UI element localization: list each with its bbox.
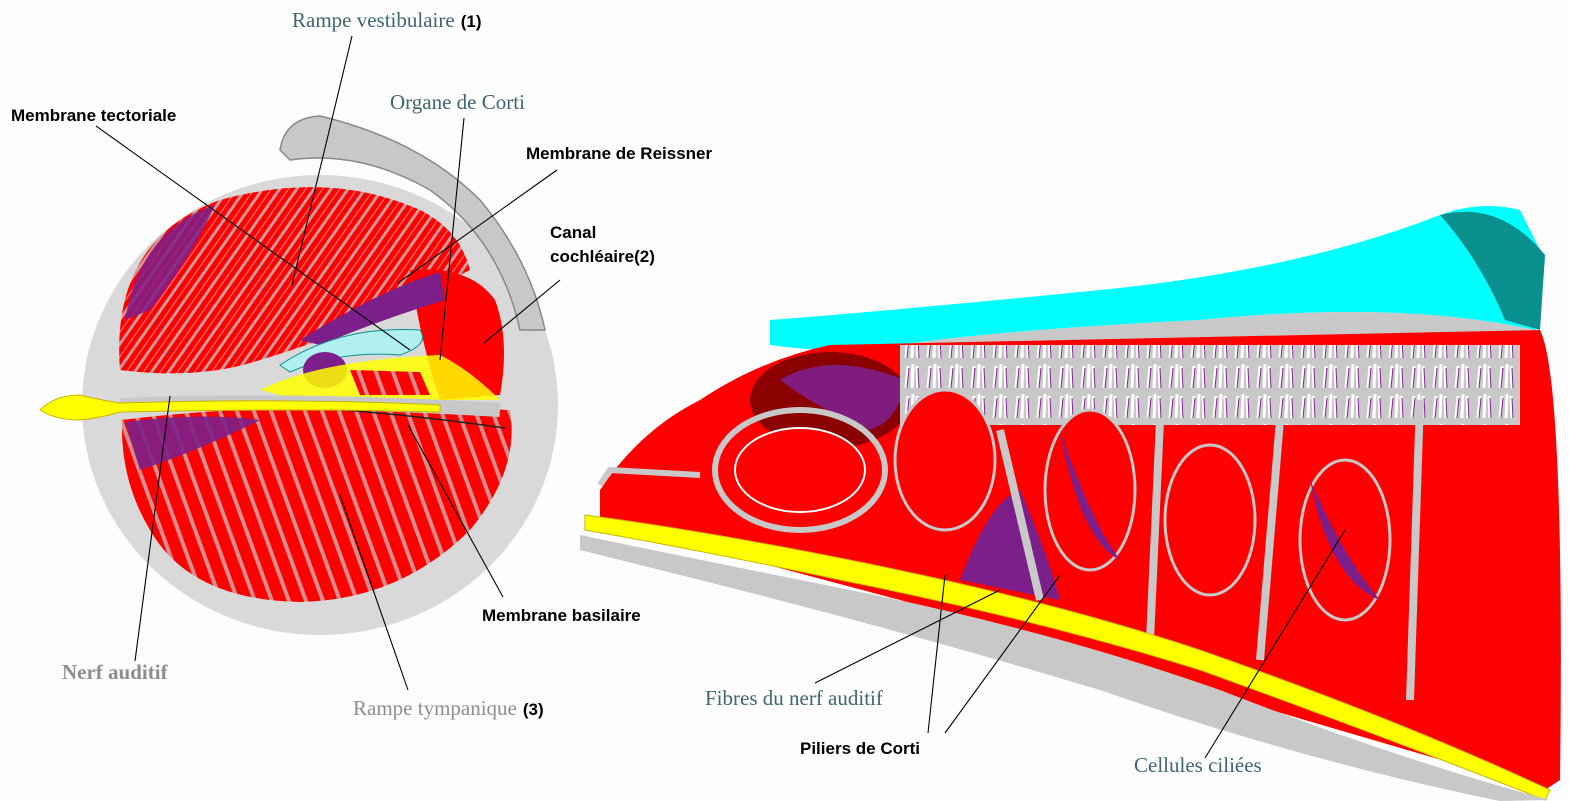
label-rampe-tympanique-num: (3) — [523, 700, 544, 719]
inner-sulcus-core — [735, 428, 865, 512]
label-fibres-nerf: Fibres du nerf auditif — [705, 686, 883, 711]
label-canal-cochleaire-line1: Canal — [550, 221, 655, 245]
organ-of-corti-cells — [350, 370, 430, 395]
label-rampe-vestibulaire: Rampe vestibulaire (1) — [292, 8, 481, 33]
label-piliers-corti: Piliers de Corti — [800, 739, 920, 759]
label-canal-cochleaire: Canal cochléaire(2) — [550, 221, 655, 269]
hair-cell-1 — [895, 390, 995, 530]
label-nerf-auditif: Nerf auditif — [62, 660, 168, 685]
label-rampe-vestibulaire-text: Rampe vestibulaire — [292, 8, 455, 32]
hair-cell-cilia — [900, 345, 1520, 425]
hair-cell-3 — [1165, 445, 1255, 595]
cross-section — [40, 116, 558, 635]
label-rampe-vestibulaire-num: (1) — [461, 12, 482, 31]
label-rampe-tympanique: Rampe tympanique (3) — [353, 696, 544, 721]
label-organe-corti: Organe de Corti — [390, 90, 525, 115]
corti-3d — [580, 206, 1561, 801]
label-canal-cochleaire-line2: cochléaire(2) — [550, 245, 655, 269]
label-cellules-ciliees: Cellules ciliées — [1134, 753, 1262, 778]
label-membrane-basilaire: Membrane basilaire — [482, 606, 641, 626]
label-membrane-reissner: Membrane de Reissner — [526, 144, 712, 164]
hair-cell-2 — [1045, 410, 1135, 570]
label-rampe-tympanique-text: Rampe tympanique — [353, 696, 517, 720]
label-membrane-tectoriale: Membrane tectoriale — [11, 106, 176, 126]
